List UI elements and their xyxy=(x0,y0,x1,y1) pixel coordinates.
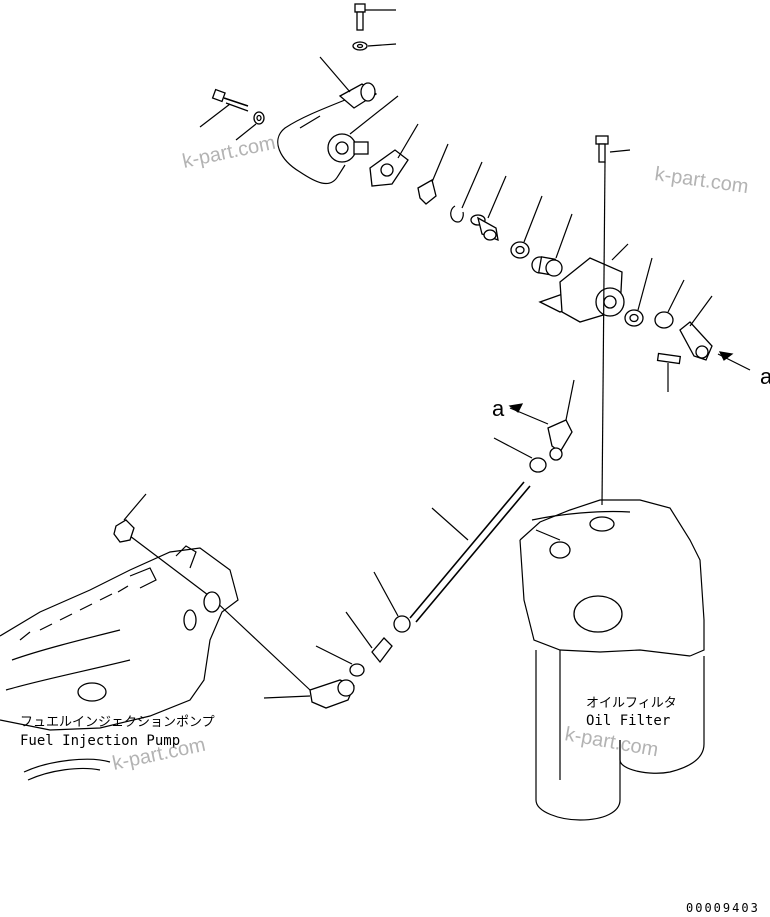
rod xyxy=(409,481,531,623)
adapter xyxy=(345,611,393,664)
reference-a-left: a xyxy=(492,396,505,421)
bushing-1 xyxy=(510,195,543,259)
pump-lever-rod xyxy=(129,535,311,691)
watermark-2: k-part.com xyxy=(653,163,750,198)
bolt-left xyxy=(199,88,249,128)
ball-joint-lower xyxy=(263,679,355,709)
oil-filter-label-jp: オイルフィルタ xyxy=(586,696,677,711)
fuel-pump-label-en: Fuel Injection Pump xyxy=(20,733,180,749)
nut-lower xyxy=(315,645,365,677)
clamp xyxy=(319,56,378,109)
bushing-2 xyxy=(531,213,573,277)
reference-a-right: a xyxy=(760,364,770,389)
drawing-number: 00009403 xyxy=(686,901,760,915)
bracket xyxy=(538,243,629,323)
nut-right-1 xyxy=(624,257,653,327)
lever xyxy=(679,295,751,371)
oil-filter-label-en: Oil Filter xyxy=(586,713,670,729)
snap-ring xyxy=(450,161,483,223)
pin xyxy=(656,352,682,392)
nut-pump xyxy=(113,493,147,543)
oil-filter xyxy=(519,499,705,821)
bolt-top xyxy=(354,3,396,31)
gasket xyxy=(369,123,419,187)
nut-upper xyxy=(493,437,547,473)
clip xyxy=(417,143,449,205)
fuel-pump-label-jp: フュエルインジェクションポンプ xyxy=(20,715,215,730)
speed-sensor xyxy=(277,95,399,185)
shaft xyxy=(470,175,507,242)
ball-joint-upper xyxy=(547,379,575,461)
nut-middle xyxy=(373,571,411,633)
watermark-1: k-part.com xyxy=(180,132,277,173)
bolt-right xyxy=(595,135,631,506)
washer-top xyxy=(352,41,397,51)
washer-left xyxy=(235,111,265,141)
fuel-injection-pump xyxy=(0,545,239,781)
nut-right-2 xyxy=(654,279,685,329)
